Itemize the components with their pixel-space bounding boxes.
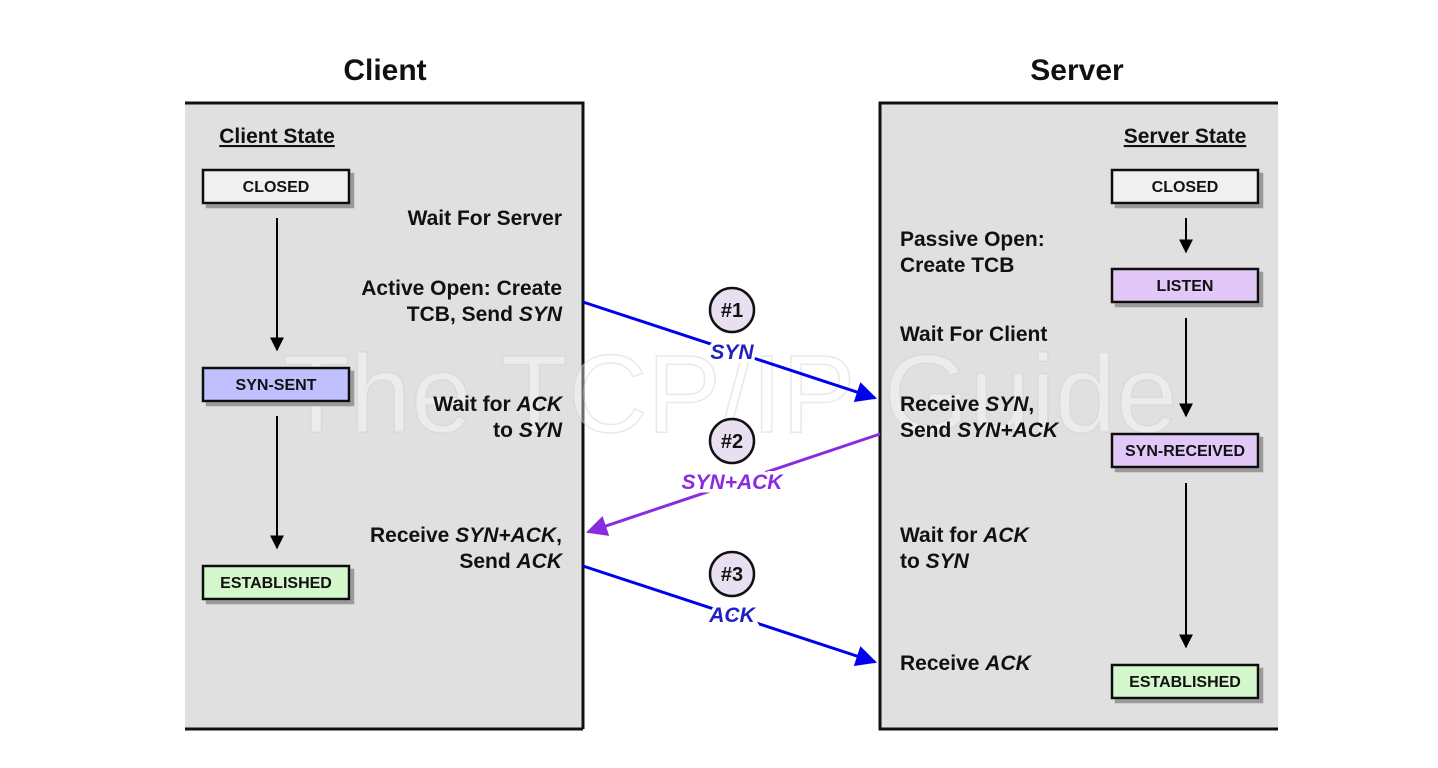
server-state-syn-received-label: SYN-RECEIVED xyxy=(1125,443,1245,460)
client-desc-wait-ack-text: Wait for xyxy=(433,393,516,416)
client-desc-receive-line2: Send ACK xyxy=(459,550,564,573)
client-desc-receive-comma: , xyxy=(556,524,562,547)
server-desc-send-synack: SYN+ACK xyxy=(957,419,1060,442)
server-heading: Server xyxy=(1030,54,1124,87)
server-desc-wait-ack-line2: to SYN xyxy=(900,550,970,573)
message-ack: #3 ACK xyxy=(582,550,877,667)
server-desc-wait-ack-syn: SYN xyxy=(926,550,970,573)
message-ack-label: ACK xyxy=(708,604,756,627)
client-desc-receive-synack: SYN+ACK xyxy=(455,524,558,547)
client-panel xyxy=(185,101,585,731)
server-desc-receive-ack: Receive ACK xyxy=(900,652,1033,675)
client-desc-active-open-line2: TCB, Send SYN xyxy=(407,303,563,326)
client-state-syn-sent: SYN-SENT xyxy=(201,366,351,403)
client-state-closed-box xyxy=(201,168,351,205)
server-desc-wait-ack-to: to xyxy=(900,550,926,573)
server-desc-send-text: Send xyxy=(900,419,957,442)
server-desc-receive-ack-text: Receive xyxy=(900,652,985,675)
server-desc-wait-ack-text: Wait for xyxy=(900,524,983,547)
client-desc-wait-ack-to: to xyxy=(493,419,519,442)
server-desc-wait-ack-ack: ACK xyxy=(982,524,1030,547)
server-panel-border xyxy=(878,101,1278,731)
message-ack-step-number: #3 xyxy=(721,564,743,586)
client-desc-receive-text: Receive xyxy=(370,524,455,547)
message-syn-arrow xyxy=(582,300,877,403)
server-state-established: ESTABLISHED xyxy=(1110,663,1260,700)
server-desc-wait-ack-line1: Wait for ACK xyxy=(900,524,1031,547)
server-desc-receive-text: Receive xyxy=(900,393,985,416)
client-desc-wait-ack-ack: ACK xyxy=(516,393,564,416)
server-state-syn-received: SYN-RECEIVED xyxy=(1110,432,1260,469)
server-state-closed: CLOSED xyxy=(1110,168,1260,205)
client-desc-active-open-syn: SYN xyxy=(519,303,563,326)
client-desc-wait-ack-line2: to SYN xyxy=(493,419,563,442)
message-syn-ack-step-number: #2 xyxy=(721,431,743,453)
message-syn-ack-step-circle xyxy=(708,417,756,465)
message-syn-step-circle xyxy=(708,286,756,334)
server-state-heading: Server State xyxy=(1124,125,1247,148)
server-state-established-label: ESTABLISHED xyxy=(1129,674,1241,691)
server-desc-receive-syn-line2: Send SYN+ACK xyxy=(900,419,1060,442)
client-desc-wait-ack-syn: SYN xyxy=(519,419,563,442)
message-ack-step-circle xyxy=(708,550,756,598)
client-state-heading: Client State xyxy=(219,125,335,148)
client-heading: Client xyxy=(343,54,426,87)
client-panel-border xyxy=(185,101,585,729)
server-state-listen: LISTEN xyxy=(1110,267,1260,304)
server-state-listen-box xyxy=(1110,267,1260,304)
client-state-syn-sent-label: SYN-SENT xyxy=(236,377,317,394)
client-panel-bg xyxy=(185,103,583,729)
server-panel xyxy=(878,101,1278,731)
message-syn-ack-label: SYN+ACK xyxy=(682,471,785,494)
client-state-closed-label: CLOSED xyxy=(243,179,310,196)
client-desc-wait-ack-line1: Wait for ACK xyxy=(433,393,564,416)
server-panel-bg xyxy=(880,103,1278,729)
server-state-closed-box xyxy=(1110,168,1260,205)
server-desc-passive-open-line1: Passive Open: xyxy=(900,228,1045,251)
client-desc-send-ack: ACK xyxy=(516,550,564,573)
client-state-established: ESTABLISHED xyxy=(201,564,351,601)
message-syn-ack-arrow xyxy=(586,432,881,536)
client-desc-active-open-text: TCB, Send xyxy=(407,303,519,326)
server-state-closed-label: CLOSED xyxy=(1152,179,1219,196)
client-state-established-box xyxy=(201,564,351,601)
server-desc-receive-comma: , xyxy=(1028,393,1034,416)
client-desc-wait-for-server: Wait For Server xyxy=(408,207,562,230)
client-state-syn-sent-box xyxy=(201,366,351,403)
message-ack-arrow xyxy=(582,564,877,667)
server-desc-receive-syn: SYN xyxy=(985,393,1029,416)
server-state-listen-label: LISTEN xyxy=(1157,278,1214,295)
server-desc-receive-ack-ack: ACK xyxy=(984,652,1032,675)
server-desc-passive-open-line2: Create TCB xyxy=(900,254,1014,277)
server-state-established-box xyxy=(1110,663,1260,700)
client-desc-active-open-line1: Active Open: Create xyxy=(361,277,562,300)
server-desc-wait-for-client: Wait For Client xyxy=(900,323,1047,346)
message-syn-label: SYN xyxy=(710,341,754,364)
client-desc-receive-line1: Receive SYN+ACK, xyxy=(370,524,562,547)
client-state-established-label: ESTABLISHED xyxy=(220,575,332,592)
client-desc-send-text: Send xyxy=(459,550,516,573)
message-syn-ack: #2 SYN+ACK xyxy=(586,417,881,536)
client-state-closed: CLOSED xyxy=(201,168,351,205)
message-syn: #1 SYN xyxy=(582,286,877,403)
server-state-syn-received-box xyxy=(1110,432,1260,469)
message-syn-step-number: #1 xyxy=(721,300,743,322)
server-desc-receive-syn-line1: Receive SYN, xyxy=(900,393,1034,416)
